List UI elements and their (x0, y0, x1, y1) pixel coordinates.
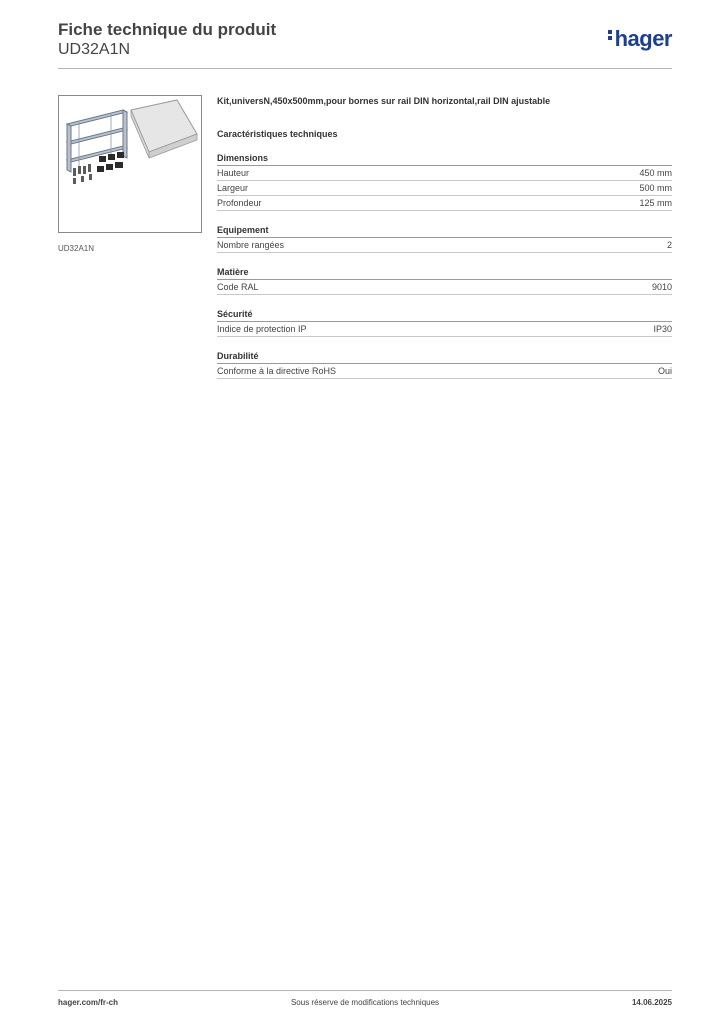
spec-group-title: Sécurité (217, 309, 672, 322)
product-details: Kit,universN,450x500mm,pour bornes sur r… (217, 96, 672, 379)
product-image-drawing (65, 99, 198, 184)
spec-group-durabilite: Durabilité Conforme à la directive RoHS … (217, 351, 672, 379)
logo-dots-icon (607, 28, 613, 42)
product-image (58, 95, 202, 233)
spec-value: IP30 (653, 324, 672, 334)
footer-disclaimer: Sous réserve de modifications techniques (290, 998, 440, 1007)
logo-text: hager (614, 26, 673, 51)
product-reference: UD32A1N (58, 41, 131, 58)
spec-group-title: Matière (217, 267, 672, 280)
spec-row: Nombre rangées 2 (217, 238, 672, 253)
spec-value: 9010 (651, 282, 672, 292)
product-description: Kit,universN,450x500mm,pour bornes sur r… (217, 96, 551, 106)
header-divider (58, 68, 672, 69)
spec-label: Hauteur (217, 168, 250, 178)
spec-row: Indice de protection IP IP30 (217, 322, 672, 337)
footer-date: 14.06.2025 (631, 998, 672, 1007)
footer-website-link[interactable]: hager.com/fr-ch (58, 998, 119, 1007)
spec-label: Nombre rangées (217, 240, 285, 250)
spec-label: Code RAL (217, 282, 259, 292)
spec-row: Largeur 500 mm (217, 181, 672, 196)
spec-value: 450 mm (639, 168, 672, 178)
footer-divider (58, 990, 672, 991)
spec-row: Hauteur 450 mm (217, 166, 672, 181)
spec-row: Profondeur 125 mm (217, 196, 672, 211)
spec-row: Conforme à la directive RoHS Oui (217, 364, 672, 379)
spec-group-title: Durabilité (217, 351, 672, 364)
page-header: Fiche technique du produit UD32A1N hager (58, 20, 673, 60)
page-title: Fiche technique du produit (58, 20, 277, 39)
spec-value: Oui (657, 366, 672, 376)
spec-group-title: Dimensions (217, 153, 672, 166)
spec-label: Indice de protection IP (217, 324, 307, 334)
spec-group-dimensions: Dimensions Hauteur 450 mm Largeur 500 mm… (217, 153, 672, 211)
spec-value: 2 (666, 240, 672, 250)
spec-label: Largeur (217, 183, 249, 193)
specs-title: Caractéristiques techniques (217, 129, 338, 139)
spec-group-securite: Sécurité Indice de protection IP IP30 (217, 309, 672, 337)
image-caption: UD32A1N (58, 244, 95, 253)
spec-row: Code RAL 9010 (217, 280, 672, 295)
spec-group-matiere: Matière Code RAL 9010 (217, 267, 672, 295)
spec-group-equipement: Equipement Nombre rangées 2 (217, 225, 672, 253)
hager-logo: hager (607, 26, 673, 52)
spec-group-title: Equipement (217, 225, 672, 238)
spec-label: Conforme à la directive RoHS (217, 366, 337, 376)
spec-value: 500 mm (639, 183, 672, 193)
spec-value: 125 mm (639, 198, 672, 208)
spec-label: Profondeur (217, 198, 262, 208)
